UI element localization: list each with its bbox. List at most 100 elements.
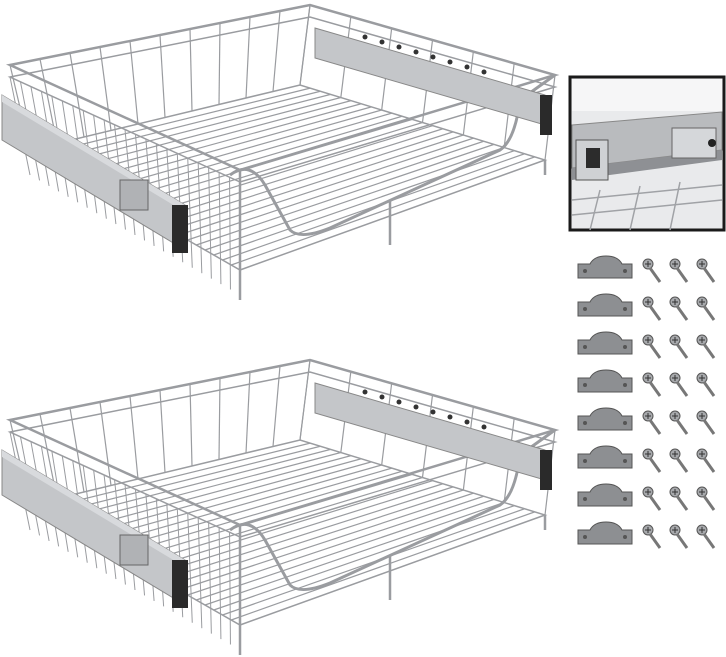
bracket-hole — [583, 497, 587, 501]
screw-icon — [696, 524, 716, 549]
floor-wire — [204, 501, 505, 606]
hardware-row — [577, 293, 716, 321]
screw-icon — [669, 334, 689, 359]
screw-shaft — [648, 267, 662, 283]
back-wire — [99, 46, 112, 131]
screw-icon — [642, 258, 662, 283]
back-wire — [245, 371, 251, 454]
bracket-icon — [577, 255, 633, 279]
screw-slot — [672, 451, 678, 457]
screw-slot — [672, 527, 678, 533]
screw-shaft — [702, 267, 716, 283]
rail-hole — [362, 34, 368, 40]
floor-wire — [143, 125, 433, 216]
floor-wire — [222, 508, 525, 616]
bracket-icon — [577, 521, 633, 545]
floor-wire — [169, 134, 464, 231]
screw-shaft — [675, 457, 689, 473]
wire-basket-drawer-bottom — [1, 358, 560, 655]
floor-wire — [126, 473, 413, 561]
back-wire — [159, 389, 166, 473]
rail-detail-inset — [568, 75, 726, 232]
screw-slot — [672, 337, 678, 343]
bracket-hole — [623, 497, 627, 501]
screw-slot — [645, 299, 651, 305]
screw-slot — [672, 299, 678, 305]
basket-legs — [238, 515, 547, 655]
back-wire — [69, 52, 85, 138]
screw-icon — [669, 296, 689, 321]
back-wire — [189, 383, 193, 467]
screw-slot — [699, 451, 705, 457]
screw-icon — [696, 410, 716, 435]
back-wire — [159, 34, 166, 118]
screw-slot — [645, 337, 651, 343]
bracket-hole — [623, 345, 627, 349]
side-wire — [197, 162, 203, 274]
floor-wire — [143, 480, 433, 571]
back-wire — [272, 365, 281, 447]
screw-icon — [696, 258, 716, 283]
screw-slot — [645, 413, 651, 419]
floor-wire — [99, 464, 382, 546]
screw-icon — [642, 524, 662, 549]
screw-shaft — [648, 305, 662, 321]
back-wire — [99, 401, 112, 486]
screw-shaft — [675, 343, 689, 359]
bracket-hole — [583, 307, 587, 311]
back-wire — [218, 377, 221, 460]
bracket-hole — [583, 269, 587, 273]
floor-wire — [91, 461, 372, 541]
floor-wire — [134, 121, 423, 211]
floor-wire — [47, 445, 321, 516]
screw-slot — [645, 261, 651, 267]
screw-icon — [669, 258, 689, 283]
bracket-icon — [577, 407, 633, 431]
floor-wire — [126, 118, 413, 206]
rail-hole — [481, 69, 487, 75]
bracket-hole — [623, 459, 627, 463]
rail-end-cap — [540, 450, 552, 490]
screw-slot — [672, 261, 678, 267]
floor-wire — [231, 156, 535, 266]
screw-icon — [669, 372, 689, 397]
back-wire — [189, 28, 193, 112]
floor-wire — [231, 511, 535, 621]
screw-shaft — [648, 457, 662, 473]
rail-hole — [430, 409, 436, 415]
rail-hole — [481, 424, 487, 430]
bracket-hole — [583, 459, 587, 463]
floor-wire — [64, 96, 341, 171]
screw-shaft — [702, 343, 716, 359]
screw-slot — [699, 375, 705, 381]
floor-wire — [161, 486, 454, 581]
right-slide-rail — [314, 382, 546, 481]
floor-wire — [213, 505, 515, 611]
side-wire — [218, 172, 222, 285]
floor-wire — [178, 137, 474, 236]
floor-wire — [196, 143, 495, 246]
floor-wire — [213, 150, 515, 256]
screw-slot — [672, 413, 678, 419]
hardware-row — [577, 255, 716, 283]
hardware-row — [577, 445, 716, 473]
floor-wire — [222, 153, 525, 261]
back-wire — [272, 10, 281, 92]
screw-shaft — [702, 495, 716, 511]
floor-wire — [73, 455, 352, 531]
screw-icon — [642, 448, 662, 473]
screw-shaft — [648, 343, 662, 359]
screw-slot — [699, 413, 705, 419]
side-wire — [187, 158, 193, 268]
bracket-icon — [577, 369, 633, 393]
back-wire — [129, 395, 139, 480]
bracket-icon — [577, 331, 633, 355]
rail-end-cap — [540, 95, 552, 135]
screw-slot — [699, 337, 705, 343]
wire-basket-drawer-top — [1, 3, 560, 300]
screw-slot — [699, 489, 705, 495]
screw-icon — [696, 296, 716, 321]
screw-icon — [669, 448, 689, 473]
bracket-hole — [583, 383, 587, 387]
floor-wire — [64, 451, 341, 526]
